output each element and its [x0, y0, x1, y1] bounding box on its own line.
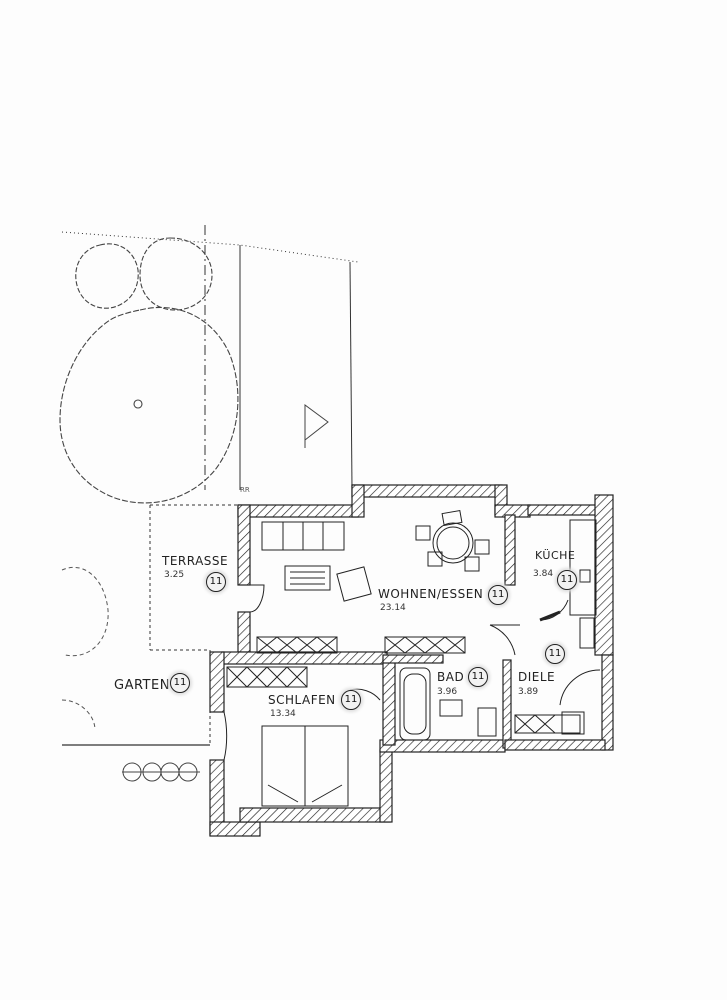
unit-badge-bad: 11 — [468, 667, 488, 687]
building-walls — [209, 484, 614, 837]
room-label-wohnen: WOHNEN/ESSEN — [378, 587, 484, 601]
room-area-diele: 3.89 — [518, 687, 539, 697]
lawn-edge-right — [349, 261, 353, 489]
hedge-circles — [122, 762, 200, 782]
kitchen-counter — [569, 519, 597, 616]
unit-badge-terrasse: 11 — [206, 572, 226, 592]
room-area-terrasse: 3.25 — [164, 570, 185, 580]
door-living-diele — [489, 624, 516, 656]
tree-large — [59, 306, 239, 504]
diele-shelf — [514, 714, 581, 734]
washbasin — [439, 699, 463, 717]
garden-area — [61, 225, 359, 746]
pennant-symbol — [304, 404, 329, 442]
room-area-kueche: 3.84 — [533, 569, 554, 579]
room-label-schlafen: SCHLAFEN — [268, 693, 336, 707]
rr-mark: RR — [240, 486, 250, 494]
unit-badge-schlafen: 11 — [341, 690, 361, 710]
room-label-kueche: KÜCHE — [535, 549, 576, 562]
unit-badge-wohnen: 11 — [488, 585, 508, 605]
room-area-bad: 3.96 — [437, 687, 458, 697]
door-terrasse — [249, 584, 265, 613]
coffee-table — [284, 565, 331, 591]
unit-badge-garten: 11 — [170, 673, 190, 693]
toilet — [477, 707, 497, 737]
shrub-left — [61, 566, 109, 731]
room-label-diele: DIELE — [518, 670, 556, 684]
room-area-schlafen: 13.34 — [270, 709, 296, 719]
site-boundary — [61, 231, 359, 263]
room-area-wohnen: 23.14 — [380, 603, 406, 613]
bathtub — [399, 667, 431, 741]
unit-badge-kueche: 11 — [557, 570, 577, 590]
wardrobe — [256, 636, 338, 654]
dining-table — [432, 522, 474, 564]
room-label-garten: GARTEN — [114, 678, 170, 693]
interior-details — [223, 509, 601, 807]
armchair — [336, 566, 372, 602]
room-label-bad: BAD — [437, 670, 465, 684]
door-schlafen — [223, 711, 228, 761]
unit-badge-diele: 11 — [545, 644, 565, 664]
tree-small — [75, 237, 213, 311]
room-label-terrasse: TERRASSE — [162, 554, 229, 568]
door-diele-entry — [559, 669, 601, 706]
